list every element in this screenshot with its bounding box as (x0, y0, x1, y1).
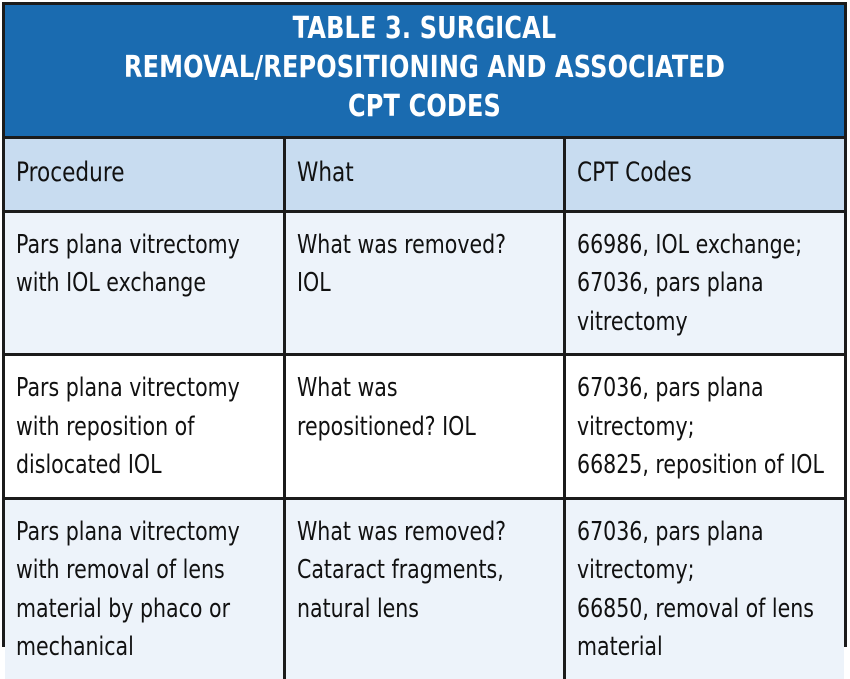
cell-text: 66986, IOL exchange; 67036, pars plana v… (576, 230, 802, 337)
column-header-label: What (297, 156, 354, 188)
column-header-row: Procedure What CPT Codes (5, 137, 844, 213)
column-header-label: Procedure (16, 156, 125, 188)
cell-cpt-codes: 67036, pars plana vitrectomy; 66850, rem… (564, 498, 844, 679)
cell-text: Pars plana vitrectomy with IOL exchange (16, 230, 240, 299)
cell-procedure: Pars plana vitrectomy with IOL exchange (5, 211, 287, 357)
table-title-row: Table 3. Surgical removal/repositioning … (5, 5, 844, 139)
column-header-label: CPT Codes (576, 156, 692, 188)
cpt-codes-table: Table 3. Surgical removal/repositioning … (5, 5, 844, 679)
cell-cpt-codes: 66986, IOL exchange; 67036, pars plana v… (564, 211, 844, 357)
cell-what: What was removed? Cataract fragments, na… (284, 498, 566, 679)
cell-text: Pars plana vitrectomy with removal of le… (16, 516, 240, 663)
cell-text: Pars plana vitrectomy with reposition of… (16, 373, 240, 481)
column-header-procedure: Procedure (5, 137, 287, 213)
table-title-cell: Table 3. Surgical removal/repositioning … (5, 5, 844, 139)
cell-what: What was removed? IOL (284, 211, 566, 357)
cell-text: 67036, pars plana vitrectomy; 66825, rep… (576, 373, 824, 481)
table-row: Pars plana vitrectomy with removal of le… (5, 498, 844, 679)
cell-what: What was repositioned? IOL (284, 354, 566, 500)
column-header-cpt-codes: CPT Codes (564, 137, 844, 213)
column-header-what: What (284, 137, 566, 213)
cell-cpt-codes: 67036, pars plana vitrectomy; 66825, rep… (564, 354, 844, 500)
table-title: Table 3. Surgical removal/repositioning … (123, 11, 726, 124)
cell-text: 67036, pars plana vitrectomy; 66850, rem… (576, 516, 814, 663)
cell-procedure: Pars plana vitrectomy with reposition of… (5, 354, 287, 500)
table-row: Pars plana vitrectomy with reposition of… (5, 354, 844, 500)
cell-text: What was removed? Cataract fragments, na… (297, 516, 507, 624)
table-row: Pars plana vitrectomy with IOL exchange … (5, 211, 844, 357)
cell-procedure: Pars plana vitrectomy with removal of le… (5, 498, 287, 679)
cell-text: What was repositioned? IOL (297, 373, 476, 442)
cell-text: What was removed? IOL (297, 230, 507, 299)
